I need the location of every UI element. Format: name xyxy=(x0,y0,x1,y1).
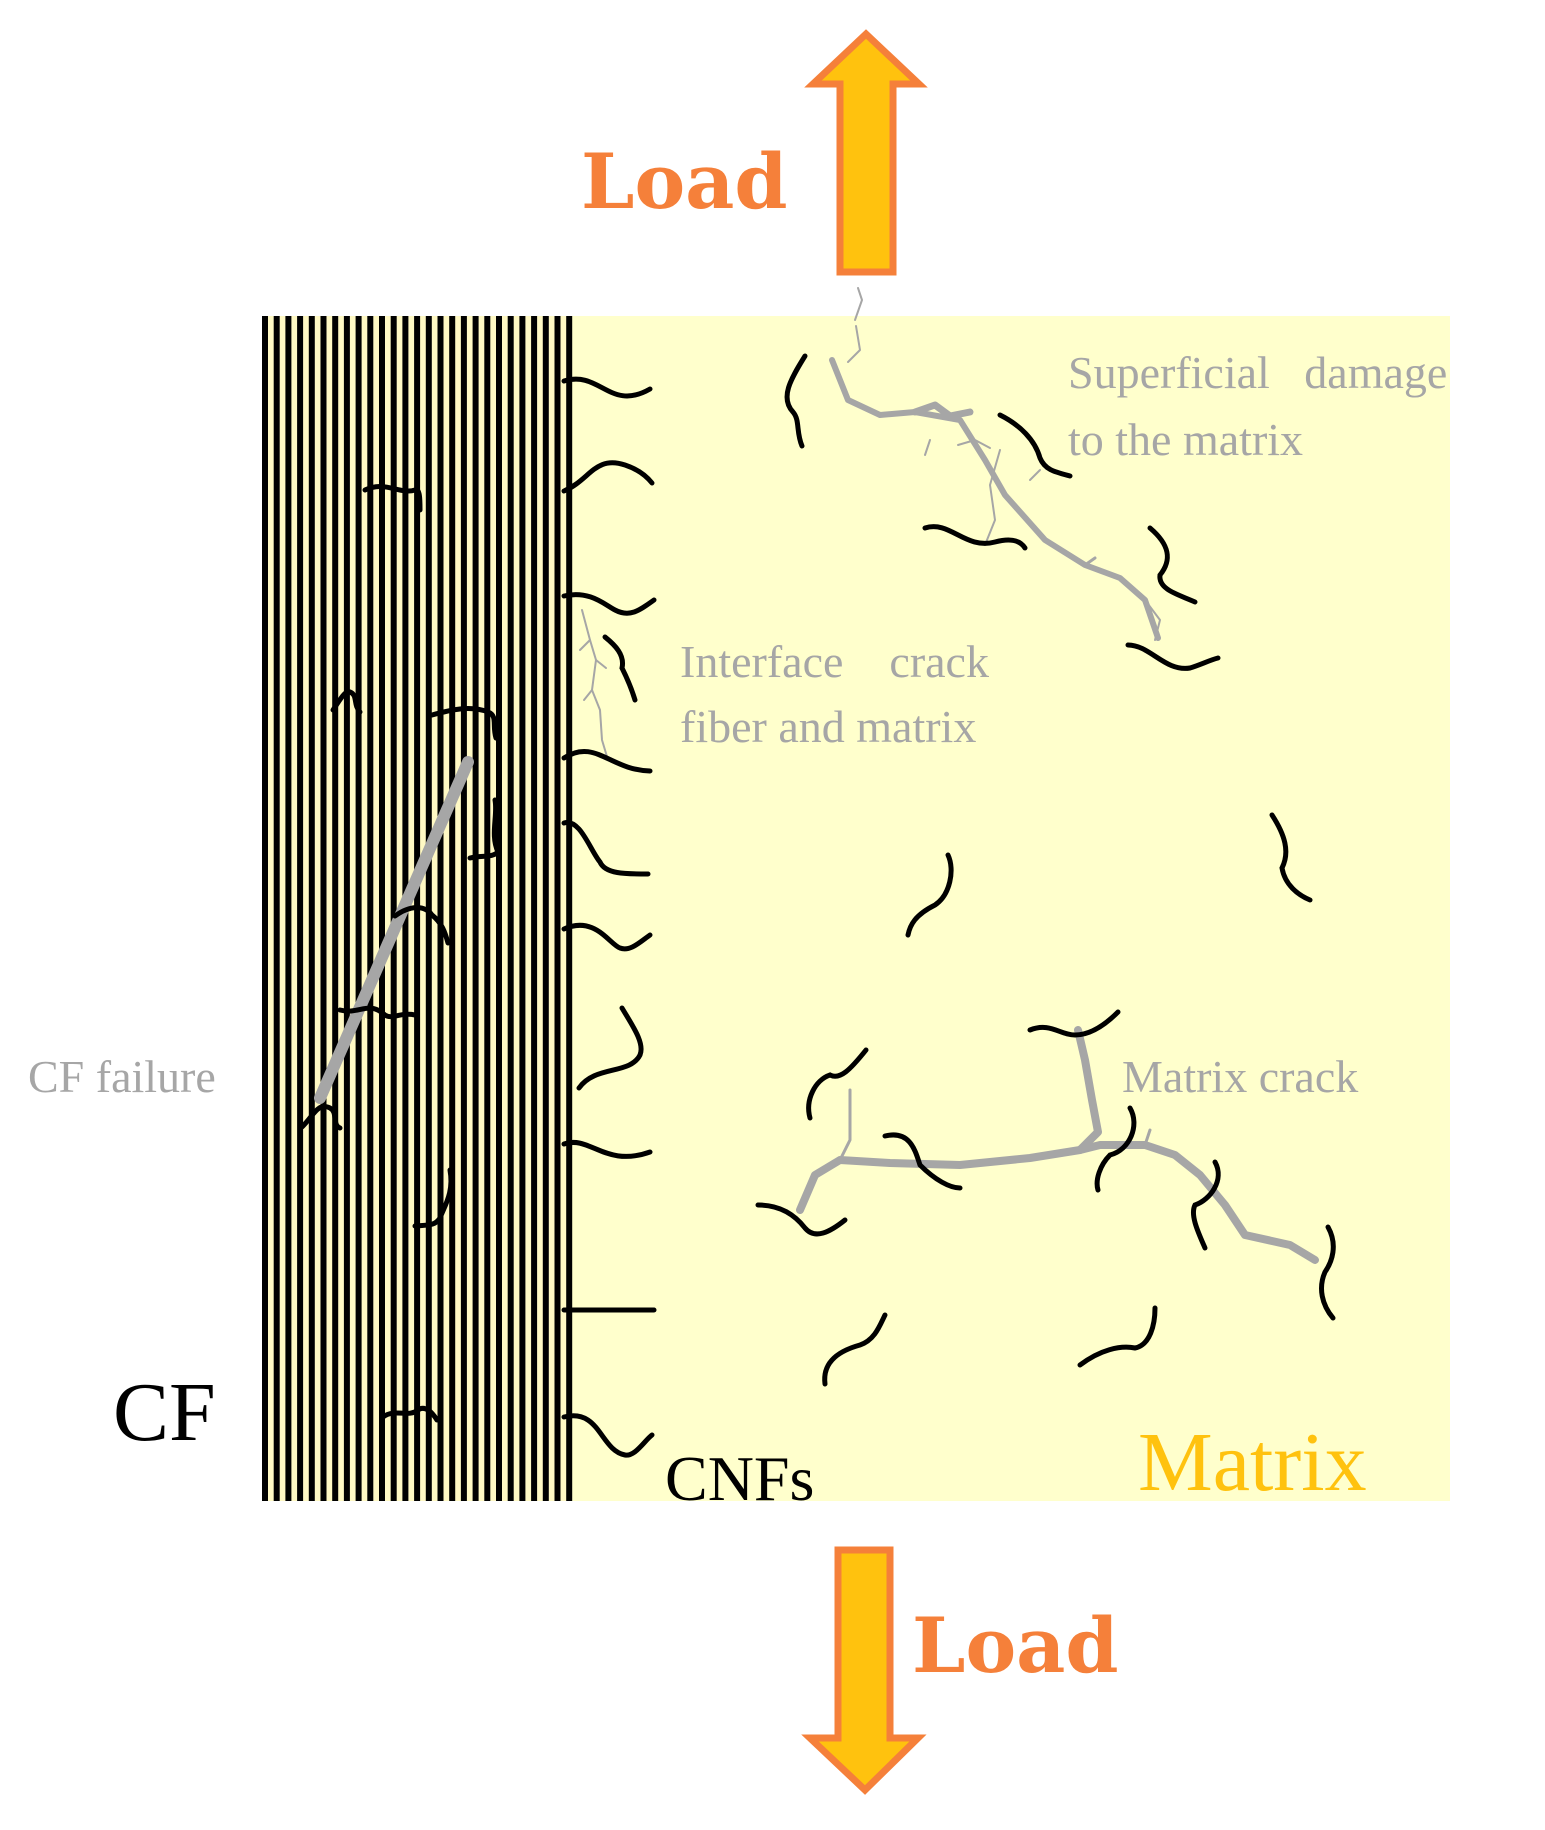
cnf xyxy=(822,1312,888,1387)
load-label-bottom: Load xyxy=(912,1601,1119,1690)
superficial-damage-label-2: to the matrix xyxy=(1068,414,1303,465)
cnf xyxy=(905,852,954,938)
cnf xyxy=(602,634,638,703)
cnf xyxy=(576,1005,644,1091)
matrix-crack xyxy=(796,1026,1319,1264)
cnf xyxy=(362,483,423,513)
cnf xyxy=(561,460,655,494)
cnf xyxy=(561,592,657,616)
cnf xyxy=(561,820,651,877)
cnf xyxy=(1125,642,1221,671)
matrix-crack-label: Matrix crack xyxy=(1122,1051,1358,1102)
matrix-label: Matrix xyxy=(1138,1416,1367,1509)
cnf xyxy=(337,1005,418,1020)
interface-crack-label-2: fiber and matrix xyxy=(680,701,976,752)
cnf xyxy=(882,1132,963,1191)
cnf xyxy=(1077,1305,1158,1368)
cnf xyxy=(1147,525,1198,605)
cnf xyxy=(467,797,502,861)
cnf xyxy=(561,1140,653,1159)
cnf xyxy=(1027,1009,1121,1038)
cnf xyxy=(1094,1105,1137,1193)
arrow-down-icon xyxy=(801,1546,927,1795)
cnf xyxy=(561,749,653,774)
cnf xyxy=(1269,812,1313,903)
cnf xyxy=(380,1405,440,1423)
arrow-up-icon xyxy=(804,29,928,276)
cnf-group xyxy=(299,353,1336,1458)
cnf xyxy=(1190,1159,1221,1251)
cnf xyxy=(755,1202,848,1237)
cnf xyxy=(997,412,1073,479)
cnf xyxy=(561,1413,655,1458)
cnf xyxy=(412,1167,454,1229)
superficial-damage-label: Superficial damage xyxy=(1068,347,1447,398)
cnf xyxy=(392,905,451,946)
interface-crack-label: Interface crack xyxy=(680,636,989,687)
cf-label: CF xyxy=(113,1366,216,1459)
interface-crack xyxy=(579,609,609,761)
cnf xyxy=(561,922,653,952)
superficial-matrix-crack xyxy=(829,287,1161,641)
cnf xyxy=(922,524,1028,551)
cnf xyxy=(561,376,653,399)
cnf xyxy=(806,1047,869,1121)
cnf xyxy=(1319,1224,1336,1321)
cnf xyxy=(330,689,363,715)
cnf xyxy=(299,1104,343,1131)
cnf xyxy=(429,706,499,741)
load-label-top: Load xyxy=(581,137,788,226)
cf-failure-label: CF failure xyxy=(28,1051,216,1102)
cf-failure-crack xyxy=(314,756,474,1104)
cnf xyxy=(784,353,808,449)
cnfs-label: CNFs xyxy=(665,1443,814,1514)
